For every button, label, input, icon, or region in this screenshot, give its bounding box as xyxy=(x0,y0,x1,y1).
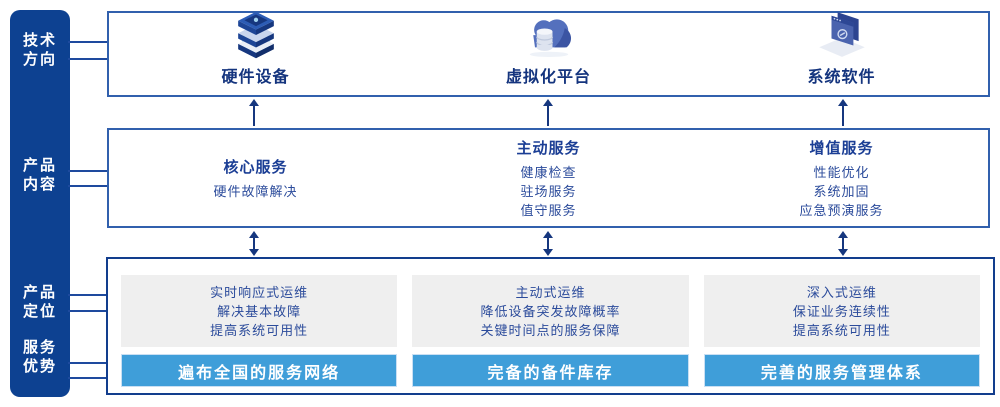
rail-label-line: 内容 xyxy=(22,176,57,193)
server-stack-icon xyxy=(227,10,285,60)
arrow-up-icon xyxy=(247,99,261,126)
tech-item-hardware: 硬件设备 xyxy=(109,10,402,95)
service-title: 核心服务 xyxy=(223,158,288,176)
service-item: 系统加固 xyxy=(813,183,870,199)
tech-item-software: 系统软件 xyxy=(695,10,988,95)
positioning-line: 关键时间点的服务保障 xyxy=(480,322,621,338)
connector-line xyxy=(68,58,108,60)
positioning-line: 提高系统可用性 xyxy=(210,322,309,338)
service-item: 硬件故障解决 xyxy=(213,183,298,199)
service-item: 值守服务 xyxy=(520,202,577,218)
positioning-line: 实时响应式运维 xyxy=(210,284,309,300)
positioning-line: 主动式运维 xyxy=(515,284,586,300)
rail-label-tech-direction: 技术 方向 xyxy=(10,31,70,69)
service-item: 健康检查 xyxy=(520,164,577,180)
connector-line xyxy=(68,310,108,312)
cloud-database-icon xyxy=(521,12,577,60)
service-item: 应急预演服务 xyxy=(799,202,884,218)
service-item: 性能优化 xyxy=(813,164,870,180)
positioning-line: 降低设备突发故障概率 xyxy=(480,303,621,319)
rail-label-line: 产品 xyxy=(22,284,57,301)
rail-label-product-positioning: 产品 定位 xyxy=(10,283,70,321)
service-item: 驻场服务 xyxy=(520,183,577,199)
arrow-double-vertical-icon xyxy=(541,231,555,256)
product-content-box: 核心服务 硬件故障解决 主动服务 健康检查 驻场服务 值守服务 增值服务 性能优… xyxy=(107,128,990,228)
connector-line xyxy=(68,362,108,364)
positioning-panel: 实时响应式运维 解决基本故障 提高系统可用性 xyxy=(121,275,398,347)
positioning-line: 解决基本故障 xyxy=(217,303,302,319)
positioning-column-proactive: 主动式运维 降低设备突发故障概率 关键时间点的服务保障 完备的备件库存 xyxy=(412,275,689,387)
positioning-line: 保证业务连续性 xyxy=(792,303,891,319)
advantage-bar: 完善的服务管理体系 xyxy=(703,354,980,387)
left-category-rail: 技术 方向 产品 内容 产品 定位 服务 优势 xyxy=(10,10,70,397)
connector-line xyxy=(68,41,108,43)
positioning-advantage-box: 实时响应式运维 解决基本故障 提高系统可用性 遍布全国的服务网络 主动式运维 降… xyxy=(106,257,995,395)
rail-label-product-content: 产品 内容 xyxy=(10,156,70,194)
tech-item-label: 系统软件 xyxy=(807,69,876,86)
positioning-line: 提高系统可用性 xyxy=(792,322,891,338)
arrow-double-vertical-icon xyxy=(247,231,261,256)
rail-label-line: 方向 xyxy=(22,51,57,68)
positioning-column-realtime: 实时响应式运维 解决基本故障 提高系统可用性 遍布全国的服务网络 xyxy=(121,275,398,387)
software-window-icon xyxy=(814,10,870,60)
service-title: 增值服务 xyxy=(809,139,874,157)
rail-label-service-advantage: 服务 优势 xyxy=(10,338,70,376)
advantage-bar: 完备的备件库存 xyxy=(412,354,689,387)
rail-label-line: 产品 xyxy=(22,157,57,174)
rail-label-line: 优势 xyxy=(22,358,57,375)
rail-label-line: 服务 xyxy=(22,339,57,356)
positioning-column-indepth: 深入式运维 保证业务连续性 提高系统可用性 完善的服务管理体系 xyxy=(703,275,980,387)
positioning-panel: 主动式运维 降低设备突发故障概率 关键时间点的服务保障 xyxy=(412,275,689,347)
tech-item-virtualization: 虚拟化平台 xyxy=(402,13,695,95)
arrow-up-icon xyxy=(541,99,555,126)
arrow-up-icon xyxy=(836,99,850,126)
service-column-proactive: 主动服务 健康检查 驻场服务 值守服务 xyxy=(402,130,695,226)
tech-item-label: 虚拟化平台 xyxy=(505,69,591,86)
connector-line xyxy=(68,294,108,296)
tech-item-label: 硬件设备 xyxy=(221,69,290,86)
connector-line xyxy=(68,170,108,172)
service-title: 主动服务 xyxy=(516,139,581,157)
tech-direction-box: 硬件设备 虚拟化平台 xyxy=(107,11,990,97)
rail-label-line: 技术 xyxy=(22,32,57,49)
positioning-line: 深入式运维 xyxy=(806,284,877,300)
positioning-panel: 深入式运维 保证业务连续性 提高系统可用性 xyxy=(703,275,980,347)
connector-line xyxy=(68,377,108,379)
connector-line xyxy=(68,185,108,187)
rail-label-line: 定位 xyxy=(22,303,57,320)
service-column-core: 核心服务 硬件故障解决 xyxy=(109,130,402,226)
arrow-double-vertical-icon xyxy=(836,231,850,256)
advantage-bar: 遍布全国的服务网络 xyxy=(121,354,398,387)
service-column-value-added: 增值服务 性能优化 系统加固 应急预演服务 xyxy=(695,130,988,226)
